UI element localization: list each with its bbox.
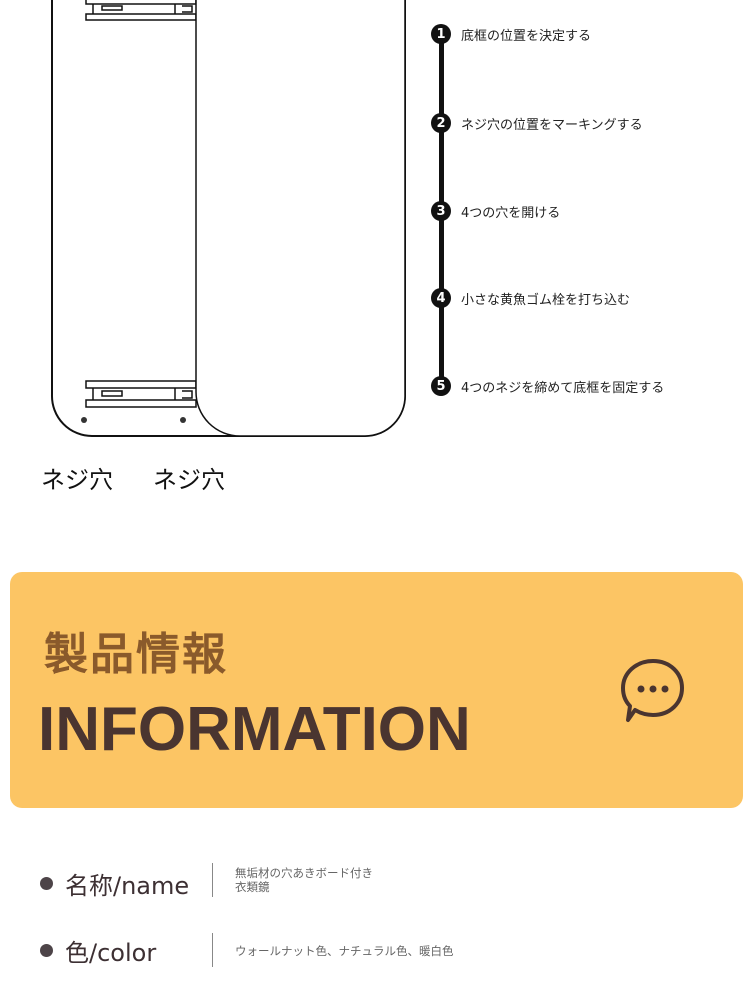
info-label: 色/color <box>65 939 157 967</box>
step-4: 4 小さな黄魚ゴム栓を打ち込む <box>431 288 630 308</box>
divider <box>212 933 213 967</box>
info-banner <box>10 572 743 808</box>
bracket-bottom <box>85 380 197 408</box>
screw-hole-label: ネジ穴 <box>41 466 113 494</box>
screw-hole-right <box>180 417 186 423</box>
info-row-name: 名称/name <box>40 866 189 901</box>
info-row-color: 色/color <box>40 933 156 968</box>
mirror-diagram <box>50 0 407 437</box>
info-value: 無垢材の穴あきボード付き衣類鏡 <box>235 866 373 894</box>
step-text: 小さな黄魚ゴム栓を打ち込む <box>461 292 631 308</box>
step-text: 4つの穴を開ける <box>461 205 561 221</box>
info-label: 名称/name <box>65 872 190 900</box>
info-value-line: 衣類鏡 <box>235 880 270 894</box>
info-value-line: ウォールナット色、ナチュラル色、暖白色 <box>235 944 454 958</box>
step-number: 3 <box>431 201 451 221</box>
step-text: 底框の位置を決定する <box>461 28 592 44</box>
step-text: ネジ穴の位置をマーキングする <box>461 117 643 133</box>
step-number: 5 <box>431 376 451 396</box>
step-3: 3 4つの穴を開ける <box>431 201 560 221</box>
banner-title-en: INFORMATION <box>38 695 471 764</box>
banner-title-jp: 製品情報 <box>44 629 228 680</box>
step-number: 1 <box>431 24 451 44</box>
step-2: 2 ネジ穴の位置をマーキングする <box>431 113 643 133</box>
divider <box>212 863 213 897</box>
bullet-icon <box>40 877 53 890</box>
info-value: ウォールナット色、ナチュラル色、暖白色 <box>235 944 454 958</box>
step-number: 2 <box>431 113 451 133</box>
info-value-line: 無垢材の穴あきボード付き <box>235 866 373 880</box>
chat-bubble-icon <box>621 659 684 722</box>
mirror-panel <box>195 0 406 437</box>
screw-hole-left <box>81 417 87 423</box>
step-1: 1 底框の位置を決定する <box>431 24 591 44</box>
step-number: 4 <box>431 288 451 308</box>
step-text: 4つのネジを締めて底框を固定する <box>461 380 665 396</box>
bullet-icon <box>40 944 53 957</box>
screw-hole-label: ネジ穴 <box>153 466 225 494</box>
step-5: 5 4つのネジを締めて底框を固定する <box>431 376 664 396</box>
bracket-top <box>85 0 197 21</box>
